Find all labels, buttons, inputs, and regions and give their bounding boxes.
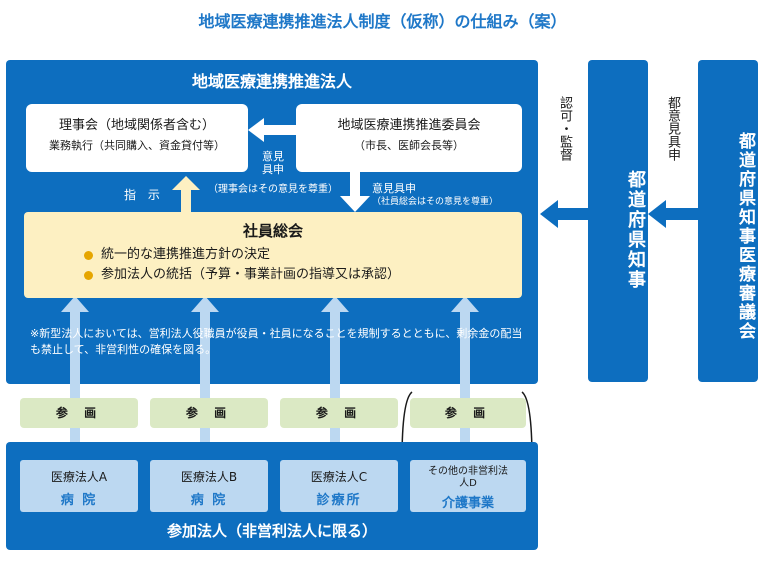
council-box xyxy=(698,60,758,382)
board-desc: 業務執行（共同購入、資金貸付等） xyxy=(49,139,225,152)
participation-label-b: 参 画 xyxy=(150,398,268,428)
approval-label: 認可・監督 xyxy=(557,96,572,161)
arrow-participation-a xyxy=(61,296,89,460)
assembly-bullet-text: 統一的な連携推進方針の決定 xyxy=(101,247,271,262)
member-d: その他の非営利法人D 介護事業 xyxy=(410,460,526,512)
member-type: 病 院 xyxy=(60,493,98,508)
corporation-title: 地域医療連携推進法人 xyxy=(191,72,352,91)
committee-box: 地域医療連携推進委員会 （市長、医師会長等） xyxy=(296,104,522,172)
participation-label-d: 参 画 xyxy=(410,398,526,428)
member-type: 介護事業 xyxy=(441,496,494,511)
bullet-dot-icon xyxy=(84,250,93,260)
member-c: 医療法人C 診療所 xyxy=(280,460,398,512)
page-title: 地域医療連携推進法人制度（仮称）の仕組み（案） xyxy=(198,12,567,31)
opinion-to-assembly-note: （社員総会はその意見を尊重） xyxy=(372,197,499,207)
board-name: 理事会（地域関係者含む） xyxy=(58,118,215,133)
arrow-council-opinion xyxy=(648,200,698,228)
member-b: 医療法人B 病 院 xyxy=(150,460,268,512)
opinion-to-board-note: （理事会はその意見を尊重） xyxy=(208,184,338,195)
participation-label-a: 参 画 xyxy=(20,398,138,428)
bullet-dot-icon xyxy=(84,270,93,280)
member-org: 医療法人C xyxy=(310,470,368,484)
arrow-participation-d xyxy=(451,296,479,460)
board-box: 理事会（地域関係者含む） 業務執行（共同購入、資金貸付等） xyxy=(26,104,248,172)
participants-footer: 参加法人（非営利法人に限る） xyxy=(166,522,377,540)
governor-label: 都道府県知事 xyxy=(625,170,646,290)
prefectural-opinion-label: 都意見具申 xyxy=(665,96,680,161)
arrow-participation-b xyxy=(191,296,219,460)
arrow-opinion-to-board xyxy=(248,118,296,142)
council-label: 都道府県知事医療審議会 xyxy=(735,131,755,341)
member-org: 医療法人B xyxy=(180,470,238,484)
corporation-note: ※新型法人においては、営利法人役職員が役員・社員になることを規制するとともに、剰… xyxy=(30,327,523,356)
assembly-box: 社員総会 統一的な連携推進方針の決定 参加法人の統括（予算・事業計画の指導又は承… xyxy=(24,212,522,298)
governor-box xyxy=(588,60,648,382)
opinion-to-board-label: 意見具申 xyxy=(262,150,284,176)
member-a: 医療法人A 病 院 xyxy=(20,460,138,512)
arrow-instruction xyxy=(172,176,200,212)
assembly-bullet-text: 参加法人の統括（予算・事業計画の指導又は承認） xyxy=(101,267,401,282)
member-type: 診療所 xyxy=(316,493,362,508)
committee-desc: （市長、医師会長等） xyxy=(354,139,464,152)
member-type: 病 院 xyxy=(190,493,228,508)
member-org: その他の非営利法人D xyxy=(428,466,508,489)
arrow-participation-c xyxy=(321,296,349,460)
committee-name: 地域医療連携推進委員会 xyxy=(337,118,481,133)
assembly-name: 社員総会 xyxy=(242,222,303,240)
assembly-bullet: 統一的な連携推進方針の決定 xyxy=(84,245,522,265)
instruction-label: 指 示 xyxy=(124,188,164,202)
participation-label-c: 参 画 xyxy=(280,398,398,428)
assembly-bullet: 参加法人の統括（予算・事業計画の指導又は承認） xyxy=(84,265,522,285)
opinion-to-assembly-label: 意見具申 xyxy=(372,182,416,195)
arrow-opinion-to-assembly xyxy=(340,172,370,212)
member-org: 医療法人A xyxy=(50,470,108,484)
arrow-approval xyxy=(540,200,588,228)
